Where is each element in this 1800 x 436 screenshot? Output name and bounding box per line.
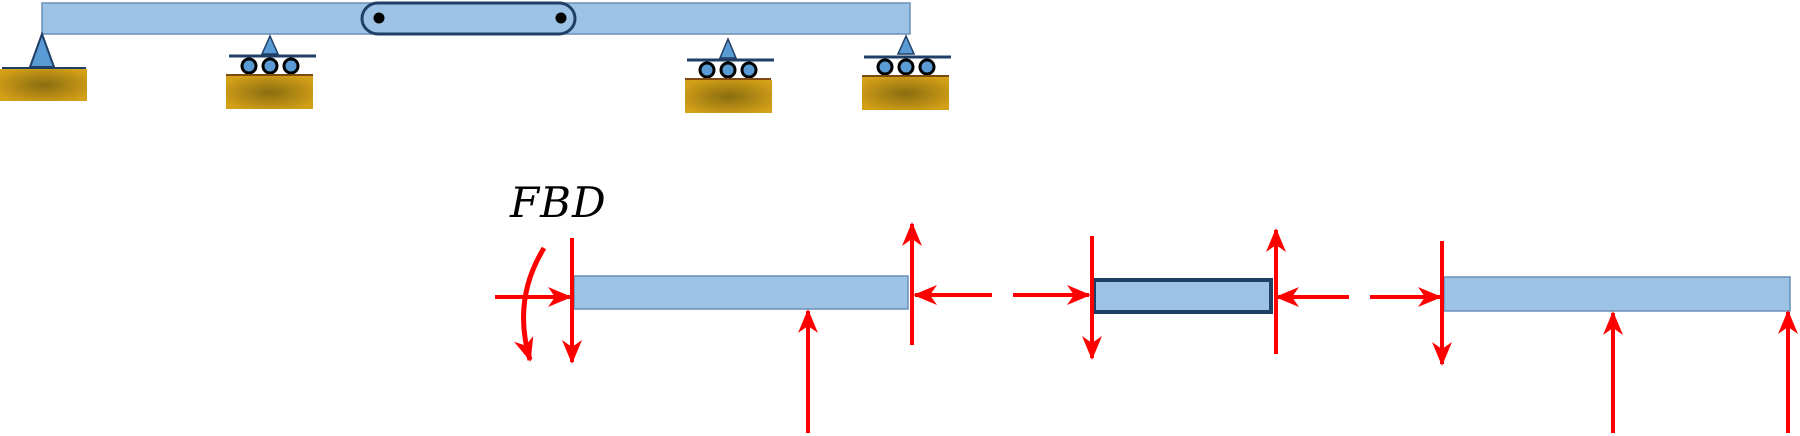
- hinge-pin-right: [555, 12, 567, 24]
- structure: [0, 1, 951, 113]
- pin-support: [0, 31, 87, 101]
- ground-block: [0, 69, 87, 101]
- right-beam: [552, 2, 911, 35]
- right-beam-fbd: [1370, 241, 1798, 433]
- moment-reaction-arrow: [514, 246, 547, 362]
- hinge-pin-left: [373, 12, 385, 24]
- left-beam: [41, 2, 377, 35]
- right-beam-fbd-body: [1443, 276, 1791, 312]
- fbd-label: FBD: [510, 178, 607, 227]
- ground-block: [685, 80, 772, 113]
- roller-support: [685, 37, 774, 113]
- roller-support: [226, 34, 316, 109]
- link-fbd: [1013, 228, 1349, 360]
- link-member: [360, 1, 577, 36]
- link-fbd-body: [1092, 278, 1273, 314]
- roller-support: [862, 34, 951, 110]
- ground-block: [862, 77, 949, 110]
- ground-block: [226, 76, 313, 109]
- left-beam-fbd: [495, 222, 992, 433]
- left-beam-fbd-body: [573, 275, 909, 310]
